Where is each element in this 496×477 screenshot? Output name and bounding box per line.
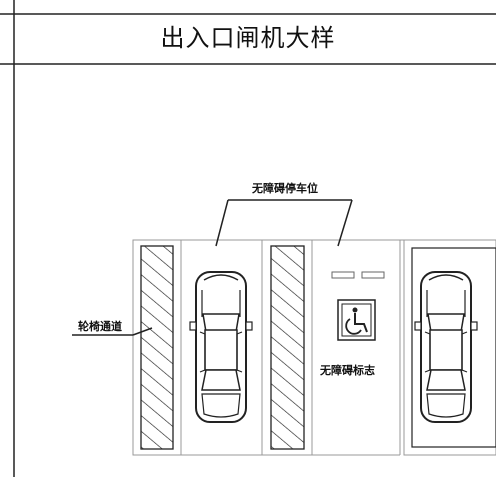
- parking-stall-3: [403, 239, 496, 456]
- hatched-aisle-middle: [261, 239, 313, 456]
- hatched-aisle-left: [132, 239, 182, 456]
- accessible-stall: [311, 240, 401, 455]
- car-3: [414, 271, 478, 423]
- wheelchair-icon: [337, 299, 376, 341]
- page-title: 出入口闸机大样: [160, 24, 336, 52]
- car-1: [189, 271, 253, 423]
- label-accessible-parking: 无障碍停车位: [252, 182, 318, 195]
- label-wheelchair-path: 轮椅通道: [78, 320, 122, 333]
- label-accessible-sign: 无障碍标志: [320, 364, 375, 377]
- leader-wheelchair-path: [72, 327, 153, 336]
- leader-accessible-parking: [215, 199, 353, 247]
